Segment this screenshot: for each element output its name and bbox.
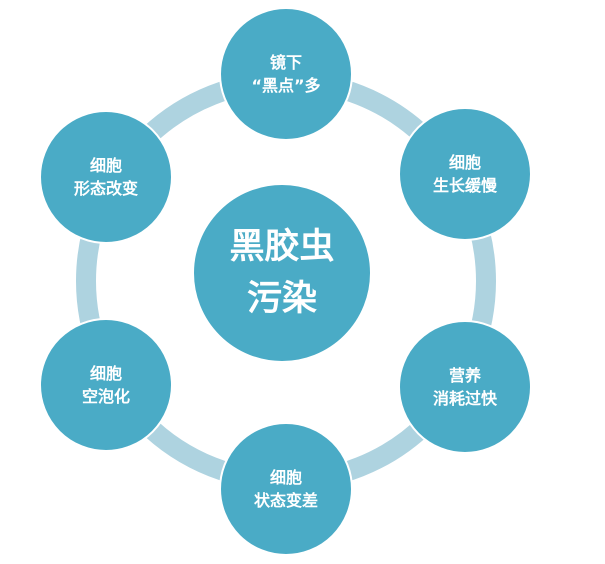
center-line1: 黑胶虫 <box>229 227 335 267</box>
node-bottom-left-line1: 细胞 <box>89 364 122 383</box>
node-bottom-left-line2: 空泡化 <box>81 387 130 406</box>
center-line2: 污染 <box>246 279 317 319</box>
node-bottom-line1: 细胞 <box>269 468 302 487</box>
node-top-right: 细胞 生长缓慢 <box>398 107 532 241</box>
node-top-line2: “黑点”多 <box>251 76 321 95</box>
node-top-right-line2: 生长缓慢 <box>432 176 497 195</box>
node-top-left: 细胞 形态改变 <box>39 110 173 244</box>
node-bottom-line2: 状态变差 <box>253 491 318 510</box>
node-top-right-line1: 细胞 <box>448 153 481 172</box>
node-bottom: 细胞 状态变差 <box>219 422 353 556</box>
node-bottom-right-line1: 营养 <box>448 366 481 385</box>
center-node: 黑胶虫 污染 <box>192 183 372 363</box>
node-top-left-line1: 细胞 <box>89 156 122 175</box>
node-bottom-left: 细胞 空泡化 <box>39 318 173 452</box>
node-top-line1: 镜下 <box>269 53 302 72</box>
node-top-left-line2: 形态改变 <box>73 179 138 198</box>
node-bottom-right-line2: 消耗过快 <box>432 389 497 408</box>
node-top: 镜下 “黑点”多 <box>219 7 353 141</box>
node-bottom-right: 营养 消耗过快 <box>398 320 532 454</box>
